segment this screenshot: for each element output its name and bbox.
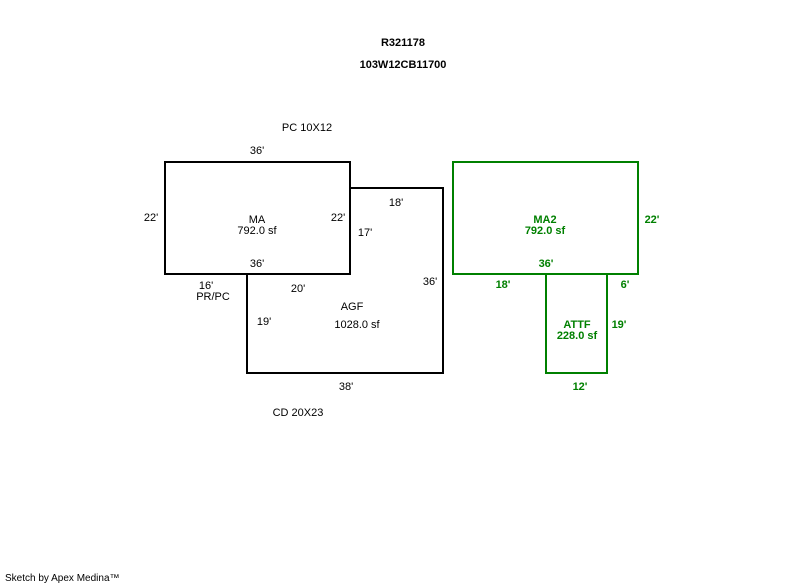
agf-top-dim: 18': [389, 197, 403, 209]
ma-right-dim: 22': [331, 212, 345, 224]
annotation-pc: PC 10X12: [282, 122, 332, 134]
agf-left-dim: 19': [257, 316, 271, 328]
ma2-right-dim: 22': [645, 214, 660, 226]
area-agf-outline: [246, 187, 444, 374]
parcel-number: 103W12CB11700: [360, 59, 447, 71]
agf-right-dim: 36': [423, 276, 437, 288]
agf-ledge-dim: 16': [199, 280, 213, 292]
agf-upper-left-dim: 17': [358, 227, 372, 239]
attf-label: ATTF: [563, 319, 591, 331]
ma-bottom-dim: 36': [250, 258, 264, 270]
agf-area: 1028.0 sf: [334, 319, 380, 331]
agf-step-dim: 20': [291, 283, 305, 295]
ma2-label: MA2: [533, 214, 556, 226]
annotation-pr-pc: PR/PC: [196, 291, 230, 303]
area-attf-outline: [545, 273, 608, 374]
ma2-area: 792.0 sf: [525, 225, 566, 237]
annotation-cd: CD 20X23: [273, 407, 324, 419]
ma2-bottom-dim: 36': [539, 258, 554, 270]
agf-label: AGF: [341, 301, 364, 313]
attf-area: 228.0 sf: [557, 330, 598, 342]
ma-label: MA: [249, 214, 266, 226]
ma2-bottom-left-dim: 18': [496, 279, 511, 291]
attf-right-dim: 19': [612, 319, 627, 331]
ma-area: 792.0 sf: [237, 225, 277, 237]
attf-bottom-dim: 12': [573, 381, 588, 393]
ma2-bottom-right-dim: 6': [621, 279, 630, 291]
ma-top-dim: 36': [250, 145, 264, 157]
sketch-credit: Sketch by Apex Medina™: [5, 573, 120, 584]
agf-bottom-dim: 38': [339, 381, 353, 393]
record-id: R321178: [381, 37, 425, 49]
area-ma-outline: [164, 161, 351, 275]
ma-left-dim: 22': [144, 212, 158, 224]
